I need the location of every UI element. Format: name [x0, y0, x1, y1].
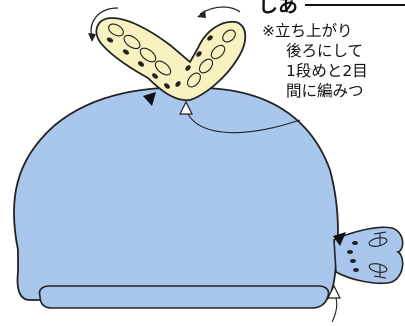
note-line-2: 後ろにして — [286, 42, 364, 60]
rotate-arrowhead-left — [88, 33, 96, 42]
black-pointer-side — [333, 232, 346, 246]
rotate-arrowhead-right — [197, 10, 206, 18]
note-line-4: 間に編みつ — [286, 82, 364, 100]
note-line-1: ※立ち上がり — [262, 22, 353, 40]
tab-chain-stitches-right — [187, 29, 236, 88]
side-tab-stitches — [368, 231, 388, 279]
heading-fragment: しあ — [258, 0, 298, 17]
tab-stitch-dots-left — [106, 37, 170, 89]
black-pointer-top — [143, 92, 156, 106]
heading-underline — [305, 4, 405, 6]
leader-line-top — [187, 113, 301, 134]
note-line-3: 1段めと2目 — [286, 62, 368, 80]
knit-ribbing-band — [38, 285, 330, 309]
white-pointer-side — [327, 284, 341, 299]
side-tab-shape — [333, 226, 404, 285]
tab-stitch-dots-right — [175, 35, 213, 87]
side-tab-dots — [347, 241, 359, 272]
leader-line-side — [331, 297, 338, 323]
white-pointer-top — [179, 100, 193, 115]
tab-chain-stitches-left — [108, 23, 172, 76]
